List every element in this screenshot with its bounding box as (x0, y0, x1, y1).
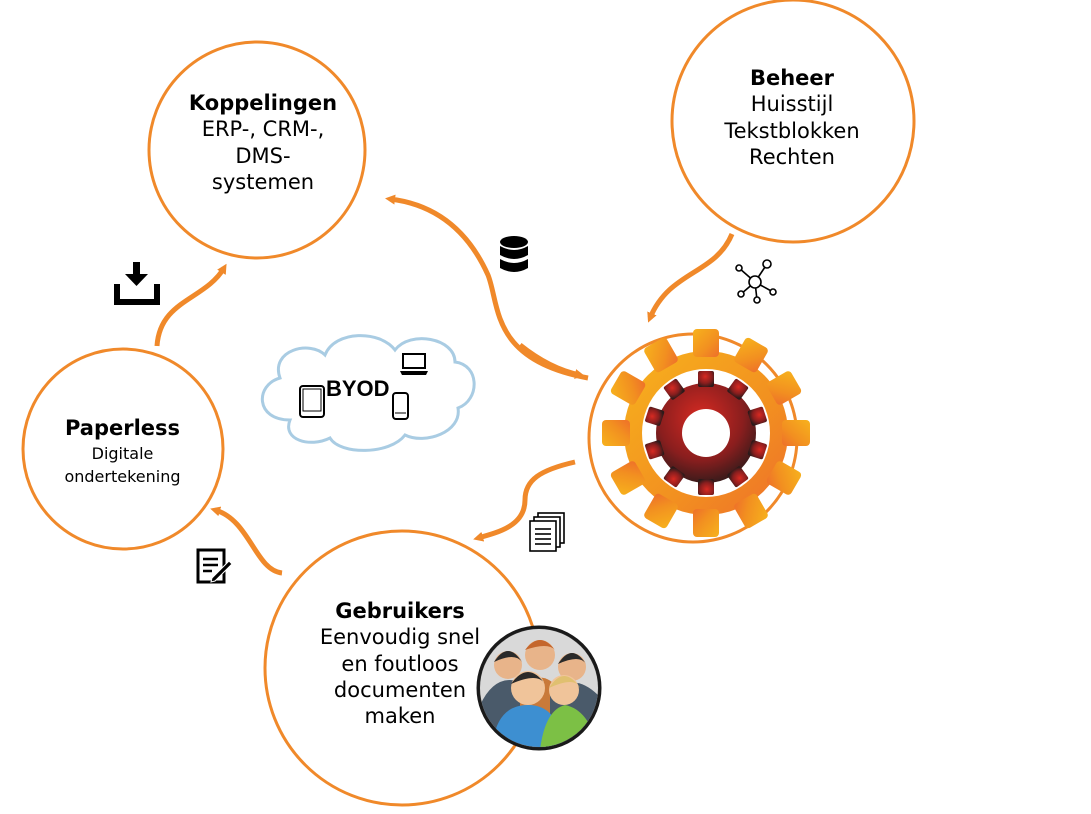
gebruikers-line-4: maken (364, 704, 436, 728)
gebruikers-line-3: documenten (333, 677, 467, 702)
gebruikers-node: Gebruikers Eenvoudig snel en foutloos do… (300, 598, 500, 729)
byod-label: BYOD (326, 376, 390, 401)
download-icon (114, 262, 160, 305)
koppelingen-node: Koppelingen ERP-, CRM-, DMS- systemen (163, 90, 363, 195)
paperless-line-1: Digitale (91, 444, 154, 464)
users-group-icon (476, 625, 602, 751)
arrow-center-to-koppelingen-tail (518, 343, 585, 379)
paperless-title: Paperless (64, 416, 181, 440)
tablet-icon (299, 385, 325, 418)
beheer-title: Beheer (749, 66, 835, 90)
laptop-icon (400, 353, 428, 375)
gear-icon (602, 329, 810, 537)
beheer-node: Beheer Huisstijl Tekstblokken Rechten (692, 65, 892, 170)
beheer-line-2: Tekstblokken (724, 118, 860, 143)
gebruikers-line-2: en foutloos (341, 651, 459, 676)
phone-icon (392, 392, 409, 420)
gebruikers-line-1: Eenvoudig snel (319, 625, 481, 650)
paperless-circle (21, 347, 225, 551)
sign-document-icon (196, 548, 233, 584)
koppelingen-line-3: systemen (211, 169, 315, 194)
koppelingen-title: Koppelingen (188, 91, 338, 115)
beheer-circle (670, 0, 916, 244)
paperless-line-2: ondertekening (64, 466, 181, 486)
koppelingen-circle (147, 40, 367, 260)
arrow-center-to-koppelingen (385, 194, 589, 381)
beheer-line-3: Rechten (749, 144, 835, 169)
koppelingen-line-1: ERP-, CRM-, (201, 117, 325, 142)
documents-icon (529, 512, 565, 552)
network-icon (735, 259, 777, 304)
arrow-paperless-to-koppelingen (154, 263, 227, 347)
beheer-line-1: Huisstijl (750, 92, 834, 117)
arrow-beheer-to-center (647, 232, 735, 323)
arrow-center-to-gebruikers (473, 459, 576, 542)
paperless-node: Paperless Digitale ondertekening (40, 415, 205, 488)
arrow-gebruikers-to-paperless (210, 506, 283, 576)
gebruikers-title: Gebruikers (335, 599, 465, 623)
database-icon (500, 236, 528, 272)
koppelingen-line-2: DMS- (235, 143, 291, 168)
